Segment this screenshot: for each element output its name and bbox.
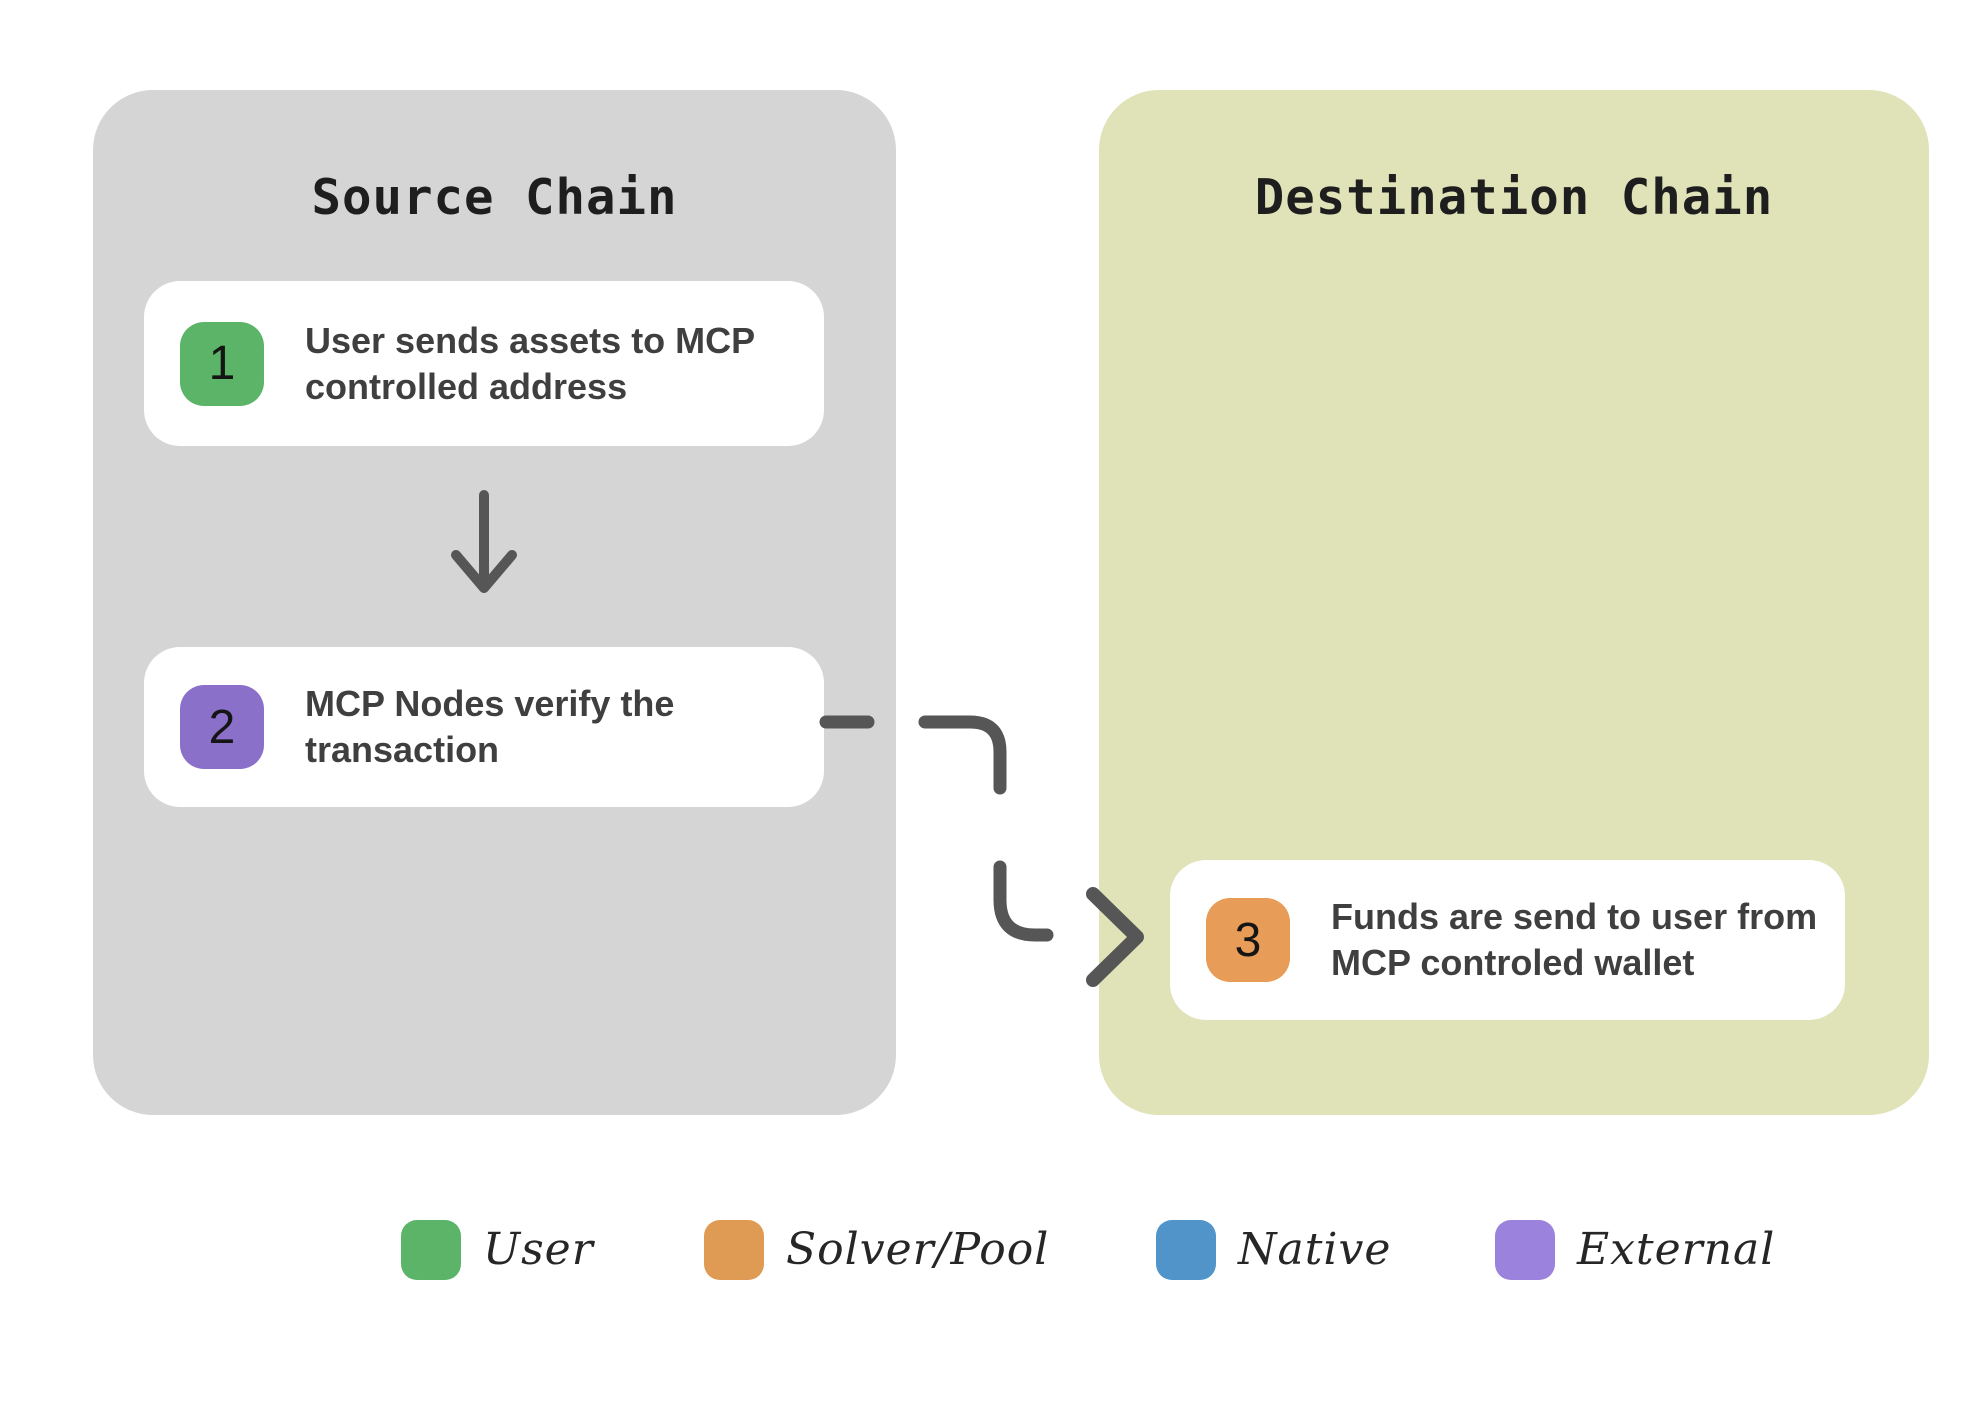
step-2-text: MCP Nodes verify the transaction: [305, 683, 675, 770]
legend-item-native: Native: [1156, 1218, 1391, 1282]
legend-label-external: External: [1577, 1224, 1776, 1275]
legend-swatch-external: [1495, 1220, 1555, 1280]
legend-label-solver-pool: Solver/Pool: [786, 1224, 1050, 1275]
legend-item-user: User: [401, 1218, 594, 1282]
step-card-3: 3 Funds are send to user from MCP contro…: [1170, 860, 1845, 1020]
step-card-2: 2 MCP Nodes verify the transaction: [144, 647, 824, 807]
step-1-text: User sends assets to MCP controlled addr…: [305, 319, 756, 407]
step-1-badge: 1: [180, 321, 264, 406]
source-chain-title: Source Chain: [311, 169, 678, 226]
legend-swatch-native: [1156, 1220, 1216, 1280]
dashed-elbow-arrow-icon: [819, 715, 1144, 987]
destination-chain-panel: Destination Chain 3 Funds are send to us…: [1099, 90, 1929, 1115]
legend-swatch-solver-pool: [704, 1220, 764, 1280]
legend-item-external: External: [1495, 1218, 1775, 1282]
legend-label-user: User: [483, 1224, 594, 1275]
destination-chain-title: Destination Chain: [1254, 169, 1774, 226]
step-3-text: Funds are send to user from MCP controle…: [1331, 896, 1818, 983]
legend-item-solver-pool: Solver/Pool: [704, 1218, 1049, 1282]
down-arrow-icon: [451, 490, 517, 593]
legend-label-native: Native: [1238, 1224, 1392, 1275]
legend-swatch-user: [401, 1220, 461, 1280]
step-2-badge: 2: [180, 685, 264, 769]
step-3-badge: 3: [1206, 898, 1290, 982]
source-chain-panel: Source Chain 1 User sends assets to MCP …: [93, 90, 896, 1115]
step-card-1: 1 User sends assets to MCP controlled ad…: [144, 281, 824, 446]
